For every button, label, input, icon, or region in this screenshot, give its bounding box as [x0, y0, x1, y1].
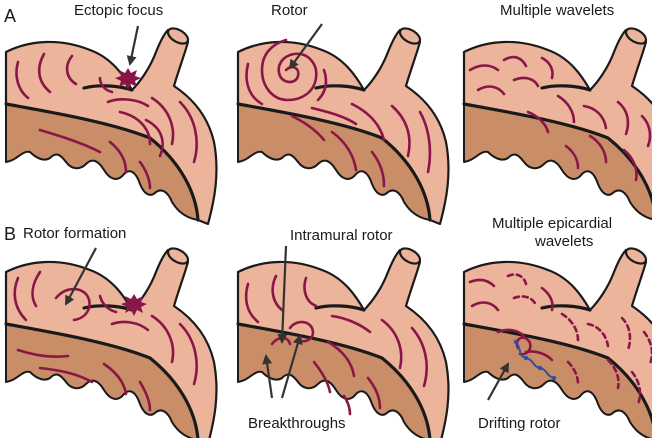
drifting-rotor-path [515, 341, 555, 379]
label-intramural-rotor: Intramural rotor [290, 227, 393, 244]
panel-multiple-epicardial-wavelets [462, 243, 652, 438]
ectopic-focus-icon [115, 68, 141, 90]
label-wavelets: wavelets [534, 233, 593, 250]
label-rotor-formation: Rotor formation [23, 225, 126, 242]
label-multiple-wavelets: Multiple wavelets [500, 2, 614, 19]
panel-ectopic-focus [4, 23, 219, 226]
label-ectopic-focus: Ectopic focus [74, 2, 163, 19]
panel-rotor [236, 23, 451, 226]
label-breakthroughs: Breakthroughs [248, 415, 346, 432]
label-multiple-epicardial: Multiple epicardial [492, 215, 612, 232]
panel-rotor-formation [4, 243, 219, 438]
row-label-b: B [4, 224, 16, 244]
label-drifting-rotor: Drifting rotor [478, 415, 561, 432]
label-rotor: Rotor [271, 2, 308, 19]
panel-intramural-rotor [236, 243, 451, 438]
row-label-a: A [4, 6, 16, 26]
ectopic-focus-icon [121, 294, 147, 316]
panel-multiple-wavelets [462, 23, 652, 226]
